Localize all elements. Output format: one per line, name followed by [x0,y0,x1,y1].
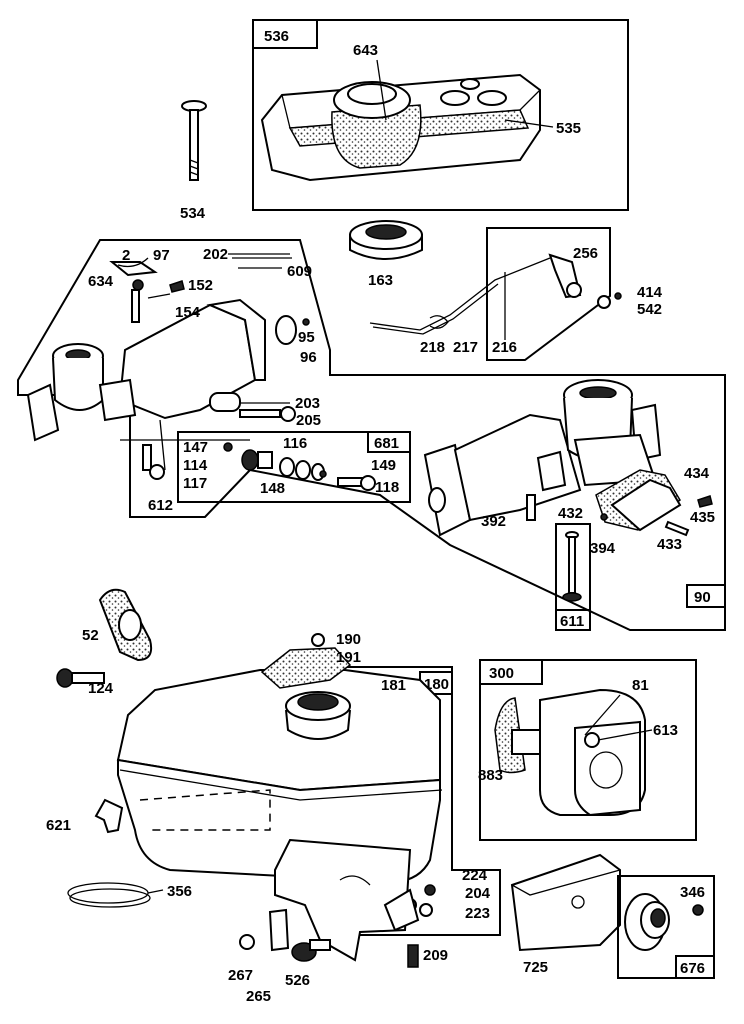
fuel-tank-frame [343,666,501,936]
callout-148: 148 [260,480,285,497]
callout-621: 621 [46,817,71,834]
callout-435: 435 [690,509,715,526]
callout-190: 190 [336,631,361,648]
carb-body-right [453,413,582,522]
tank-bracket [274,838,412,962]
callout-432: 432 [558,505,583,522]
callout-205: 205 [296,412,321,429]
callout-676: 676 [680,960,705,977]
callout-634: 634 [88,273,114,290]
callout-97: 97 [153,247,170,264]
fuel-tank-group: 180 181 190 191 224 204 223 209 621 [46,631,501,1005]
callout-116: 116 [283,435,307,452]
callout-203: 203 [295,395,320,412]
seal-163: 163 [349,220,423,289]
governor-linkage-group: 218 217 216 256 414 542 [369,227,663,361]
carburetor-right-group: 90 392 432 434 435 433 394 611 [423,379,726,631]
callout-681: 681 [374,435,399,452]
callout-394: 394 [590,540,616,557]
callout-613: 613 [653,722,678,739]
callout-643: 643 [353,42,378,59]
callout-218: 218 [420,339,445,356]
callout-95: 95 [298,329,315,346]
shield-group: 725 676 346 [510,853,715,979]
callout-81: 81 [632,677,649,694]
callout-356: 356 [167,883,192,900]
callout-52: 52 [82,627,99,644]
gasket-52-group: 52 124 [56,588,153,697]
callout-217: 217 [453,339,478,356]
callout-526: 526 [285,972,310,989]
callout-147: 147 [183,439,208,456]
callout-90: 90 [694,589,711,606]
callout-181: 181 [381,677,406,694]
air-cleaner-frame [252,19,629,211]
callout-267: 267 [228,967,253,984]
callout-152: 152 [188,277,213,294]
callout-392: 392 [481,513,506,530]
callout-414: 414 [637,284,663,301]
muffler-group: 300 81 613 883 [478,659,697,841]
callout-114: 114 [183,457,208,474]
bolt-534: 534 [180,100,207,222]
callout-149: 149 [371,457,396,474]
linkage-frame [486,227,611,361]
callout-180: 180 [424,676,449,693]
callout-2: 2 [122,247,130,264]
callout-536: 536 [264,28,289,45]
muffler-guard [510,853,621,952]
callout-434: 434 [684,465,710,482]
muffler-frame [479,659,697,841]
callout-611: 611 [560,613,584,630]
callout-216: 216 [492,339,517,356]
air-cleaner-group: 536 643 535 [252,19,629,211]
callout-883: 883 [478,767,503,784]
callout-163: 163 [368,272,393,289]
carburetor-left-group: 612 2 97 634 152 154 202 609 95 96 203 2… [17,239,726,631]
callout-202: 202 [203,246,228,263]
callout-191: 191 [336,649,361,666]
callout-725: 725 [523,959,548,976]
callout-542: 542 [637,301,662,318]
callout-300: 300 [489,665,514,682]
callout-433: 433 [657,536,682,553]
callout-118: 118 [375,479,399,496]
deflector-frame [617,875,715,979]
callout-209: 209 [423,947,448,964]
callout-346: 346 [680,884,705,901]
callout-204: 204 [465,885,491,902]
callout-609: 609 [287,263,312,280]
callout-223: 223 [465,905,490,922]
callout-534: 534 [180,205,206,222]
label-box-536 [252,19,318,49]
callout-612: 612 [148,497,173,514]
kit-681-frame [177,431,411,503]
callout-96: 96 [300,349,317,366]
callout-224: 224 [462,867,488,884]
callout-154: 154 [175,304,201,321]
callout-256: 256 [573,245,598,262]
callout-124: 124 [88,680,114,697]
callout-535: 535 [556,120,581,137]
callout-117: 117 [183,475,207,492]
kit-681-group: 681 147 114 117 116 148 149 118 [177,431,411,503]
callout-265: 265 [246,988,271,1005]
